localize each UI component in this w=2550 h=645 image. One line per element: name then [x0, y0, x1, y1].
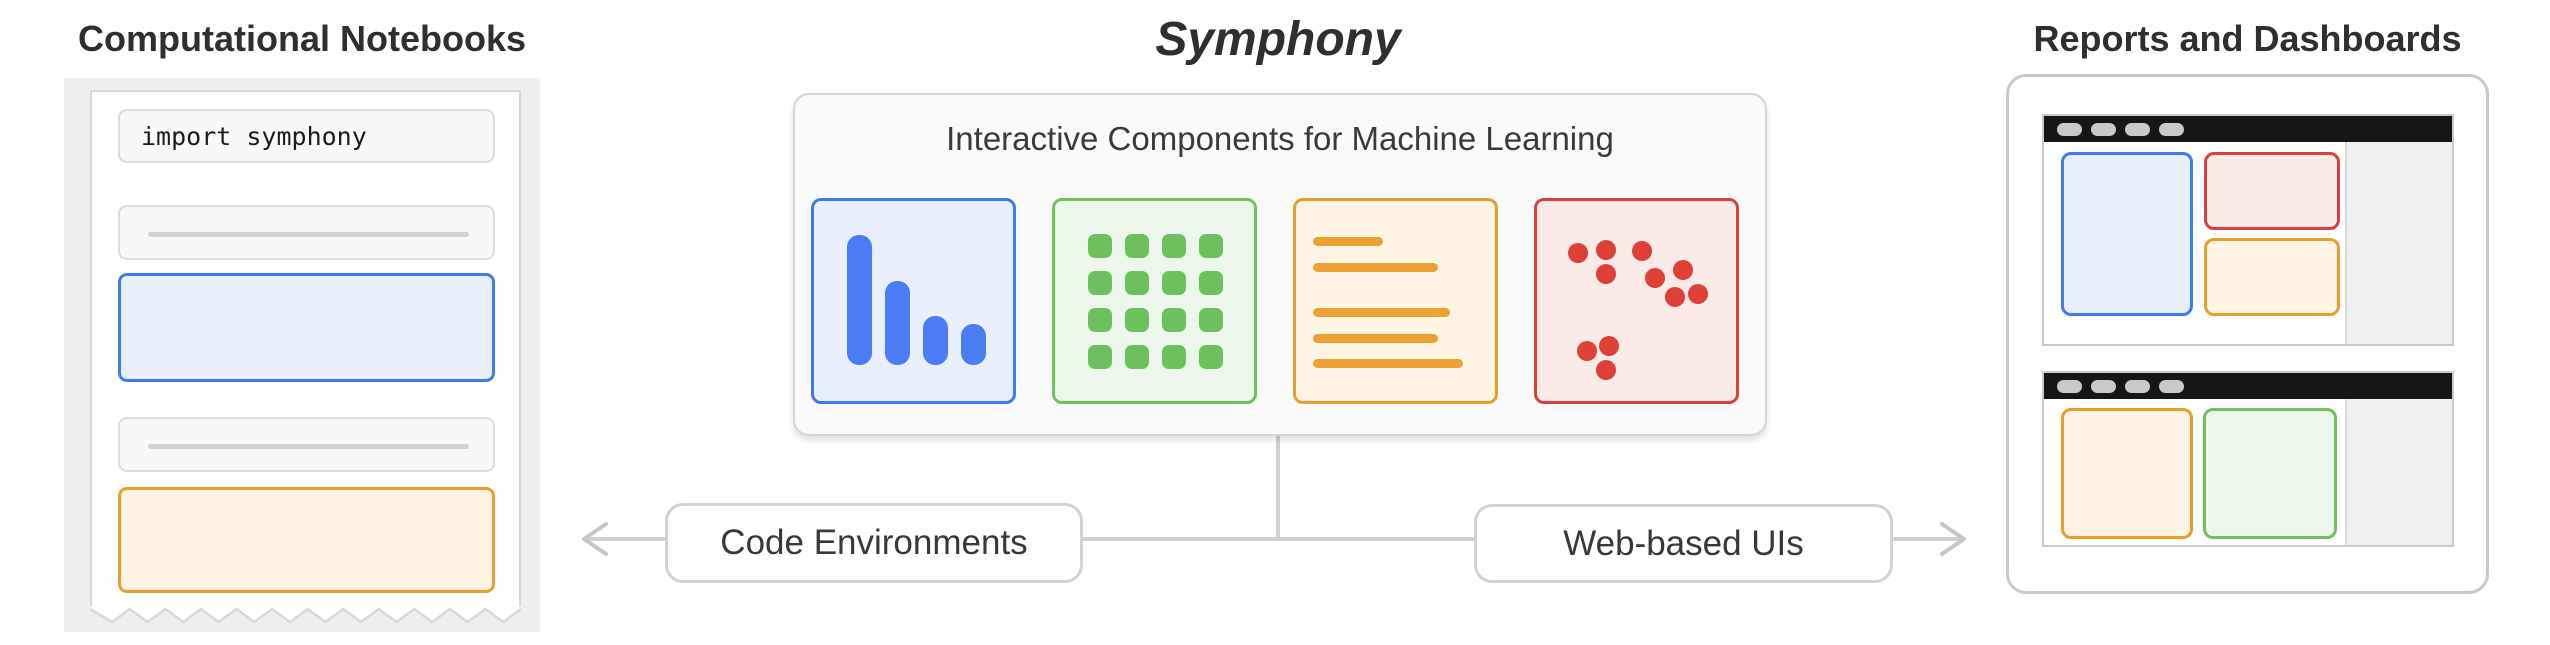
notebook-cells: import symphony	[118, 109, 495, 593]
text-line	[1313, 308, 1450, 317]
orange-widget-cell	[118, 487, 495, 593]
arrow-right-icon	[1940, 522, 1966, 556]
web-based-uis-label: Web-based UIs	[1474, 504, 1893, 583]
reports-container	[2006, 74, 2489, 594]
symphony-box: Interactive Components for Machine Learn…	[793, 93, 1767, 436]
grid-square	[1199, 234, 1223, 258]
text-line	[1313, 263, 1438, 272]
browser-window	[2042, 114, 2454, 346]
notebook-panel: import symphony	[64, 78, 540, 632]
notebook-page: import symphony	[90, 90, 521, 624]
reports-title: Reports and Dashboards	[2033, 18, 2462, 59]
text-line	[1313, 334, 1438, 343]
titlebar-pill	[2091, 122, 2116, 136]
orange-pane	[2204, 238, 2340, 316]
text-line	[1313, 237, 1383, 246]
scatter-dot	[1632, 240, 1653, 261]
grid-square	[1125, 271, 1149, 295]
red-pane	[2204, 152, 2340, 230]
component-card-blue	[811, 198, 1016, 404]
titlebar-pill	[2057, 122, 2082, 136]
component-cards	[811, 198, 1739, 404]
markdown-cell	[118, 417, 495, 472]
bar	[885, 281, 910, 365]
text-placeholder-line	[148, 232, 469, 237]
scatter-plot-icon	[1537, 201, 1736, 401]
scatter-dot	[1645, 267, 1665, 288]
titlebar-pill	[2125, 122, 2150, 136]
grid-square	[1199, 308, 1223, 332]
grid-square	[1162, 308, 1186, 332]
bar	[961, 324, 986, 365]
grid-square	[1088, 308, 1112, 332]
grid-square	[1088, 234, 1112, 258]
browser-window	[2042, 371, 2454, 547]
web-based-uis-text: Web-based UIs	[1563, 523, 1804, 563]
grid-square	[1088, 271, 1112, 295]
code-environments-label: Code Environments	[665, 503, 1083, 583]
titlebar-pill	[2159, 122, 2184, 136]
matrix-grid-icon	[1088, 234, 1223, 369]
grid-square	[1125, 308, 1149, 332]
code-cell-text: import symphony	[141, 121, 367, 151]
grid-square	[1162, 345, 1186, 369]
window-sidebar	[2345, 142, 2452, 344]
grid-square	[1162, 271, 1186, 295]
scatter-dot	[1664, 287, 1685, 308]
window-sidebar	[2345, 399, 2452, 545]
scatter-dot	[1673, 260, 1694, 280]
text-line	[1313, 359, 1463, 368]
symphony-box-label: Interactive Components for Machine Learn…	[946, 120, 1614, 157]
browser-titlebar	[2044, 373, 2452, 399]
bar	[847, 235, 872, 365]
blue-pane	[2061, 152, 2193, 316]
titlebar-pill	[2057, 379, 2082, 393]
browser-content	[2044, 142, 2452, 344]
text-lines-icon	[1313, 237, 1463, 368]
grid-square	[1199, 271, 1223, 295]
titlebar-pill	[2125, 379, 2150, 393]
component-card-green	[1052, 198, 1257, 404]
component-card-orange	[1293, 198, 1498, 404]
arrow-left-icon	[582, 522, 608, 556]
browser-content	[2044, 399, 2452, 545]
blue-widget-cell	[118, 273, 495, 382]
titlebar-pill	[2091, 379, 2116, 393]
scatter-dot	[1599, 335, 1620, 356]
torn-page-edge	[90, 607, 521, 624]
component-card-red	[1534, 198, 1739, 404]
code-environments-text: Code Environments	[720, 523, 1028, 562]
scatter-dot	[1596, 360, 1617, 380]
grid-square	[1199, 345, 1223, 369]
scatter-dot	[1687, 284, 1708, 305]
titlebar-pill	[2159, 379, 2184, 393]
green-pane	[2203, 408, 2337, 539]
symphony-title: Symphony	[1155, 13, 1401, 66]
text-placeholder-line	[148, 444, 469, 449]
grid-square	[1162, 234, 1186, 258]
code-cell: import symphony	[118, 109, 495, 163]
scatter-dot	[1576, 340, 1597, 361]
scatter-dot	[1567, 243, 1588, 264]
grid-square	[1088, 345, 1112, 369]
orange-pane	[2061, 408, 2193, 539]
browser-titlebar	[2044, 116, 2452, 142]
markdown-cell	[118, 205, 495, 260]
bar	[923, 316, 948, 365]
scatter-dot	[1596, 239, 1617, 260]
notebooks-title: Computational Notebooks	[78, 18, 526, 59]
bar-chart-icon	[847, 235, 986, 365]
grid-square	[1125, 345, 1149, 369]
grid-square	[1125, 234, 1149, 258]
scatter-dot	[1596, 263, 1617, 284]
